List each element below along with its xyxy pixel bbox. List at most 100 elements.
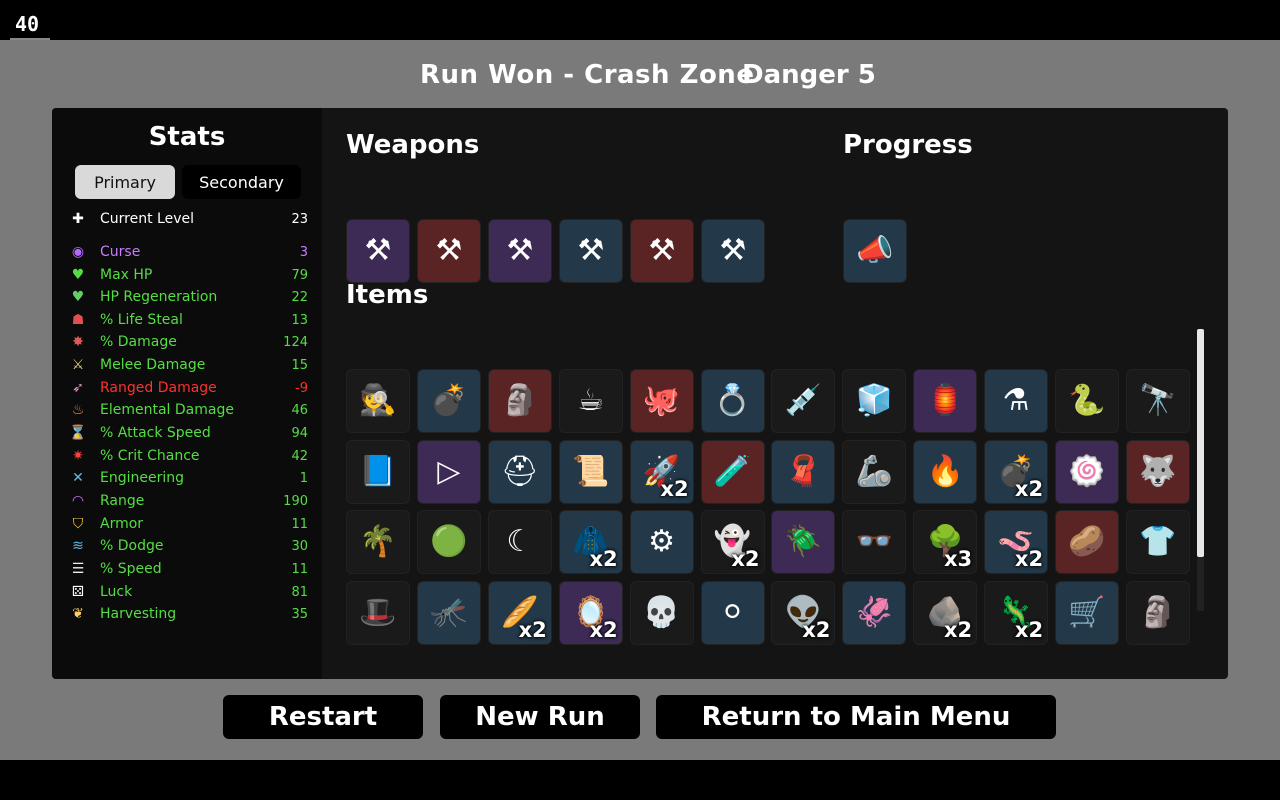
item-slot[interactable]: 💣x2 [984, 439, 1049, 504]
item-slot[interactable]: 🏮 [913, 369, 978, 433]
item-slot[interactable]: 🌳x3 [913, 510, 978, 574]
wrench-weapon-icon: ⚒ [719, 233, 747, 268]
item-slot[interactable]: 💀 [629, 580, 694, 645]
item-slot[interactable]: 🛒 [1055, 580, 1119, 645]
tab-secondary[interactable]: Secondary [182, 165, 301, 199]
item-slot[interactable]: ⛑ [487, 439, 552, 504]
stat-row: ➶Ranged Damage-9 [68, 378, 308, 398]
item-slot[interactable]: 🌴 [346, 510, 410, 574]
item-slot[interactable]: 💣 [416, 369, 481, 433]
spy-face-icon: 🕵 [359, 383, 397, 418]
item-slot[interactable]: 🐺 [1125, 439, 1190, 504]
restart-button[interactable]: Restart [223, 695, 423, 739]
item-count: x2 [802, 617, 831, 642]
item-slot[interactable]: 🕵 [346, 369, 410, 433]
stat-label: % Life Steal [100, 312, 183, 328]
stat-label: Curse [100, 244, 141, 260]
stat-value: 46 [291, 402, 308, 418]
item-slot[interactable]: 🪱x2 [984, 510, 1049, 574]
stat-label: Ranged Damage [100, 380, 217, 396]
mosquito-icon: 🦟 [430, 594, 468, 630]
weapon-slot[interactable]: ⚒ [417, 219, 481, 283]
megaphone-icon: 📣 [856, 233, 894, 268]
item-count: x2 [589, 547, 618, 571]
stat-value: 81 [291, 584, 308, 600]
hood-statue-icon: 🗿 [1139, 594, 1177, 630]
item-slot[interactable]: 👕 [1125, 510, 1190, 574]
item-slot[interactable]: 🪲 [771, 510, 836, 574]
coffee-cup-icon: ☕ [577, 383, 605, 418]
item-slot[interactable]: 🍥 [1055, 439, 1119, 504]
item-slot[interactable]: 🦎x2 [984, 580, 1049, 645]
weapon-slot[interactable]: ⚒ [488, 219, 552, 283]
rocket-icon: 🚀 [642, 453, 681, 489]
item-slot[interactable]: 🦑 [842, 580, 907, 645]
item-slot[interactable]: 📘 [346, 439, 410, 504]
stat-value: 15 [291, 357, 308, 373]
level-up-icon: ✚ [72, 211, 84, 227]
item-slot[interactable]: 🥖x2 [487, 580, 552, 645]
stat-label: Elemental Damage [100, 402, 234, 418]
hourglass-icon: ⌛ [69, 425, 87, 441]
item-slot[interactable]: 💉 [771, 369, 836, 433]
dodge-icon: ≋ [72, 538, 84, 554]
item-slot[interactable]: 🗿 [487, 369, 552, 433]
wrench-weapon-icon: ⚒ [506, 233, 534, 268]
new-run-button[interactable]: New Run [440, 695, 640, 739]
item-slot[interactable]: 🧣 [771, 439, 836, 504]
item-slot[interactable]: ⚗ [984, 369, 1049, 433]
item-slot[interactable]: ▷ [416, 439, 481, 504]
item-slot[interactable]: 🪞x2 [558, 580, 623, 645]
vial-icon: 🧪 [713, 453, 752, 489]
stat-value: 35 [291, 606, 308, 622]
item-slot[interactable]: 🚀x2 [629, 439, 694, 504]
item-slot[interactable]: 🗿 [1125, 580, 1190, 645]
stats-title: Stats [148, 122, 226, 152]
item-slot[interactable]: ⚪ [700, 580, 765, 645]
item-slot[interactable]: 🦟 [416, 580, 481, 645]
tab-primary[interactable]: Primary [75, 165, 175, 199]
stat-label: Engineering [100, 470, 184, 486]
weapons-title: Weapons [346, 130, 480, 160]
stat-label: Melee Damage [100, 357, 206, 373]
bottom-bar [0, 760, 1280, 800]
item-slot[interactable]: 🐙 [629, 369, 694, 433]
progress-slot[interactable]: 📣 [843, 219, 907, 283]
stat-value: 22 [291, 289, 308, 305]
item-slot[interactable]: 🧊 [842, 369, 907, 433]
main-menu-button[interactable]: Return to Main Menu [656, 695, 1056, 739]
item-slot[interactable]: 🔥 [913, 439, 978, 504]
item-slot[interactable]: 🥔 [1055, 510, 1119, 574]
item-slot[interactable]: 🦾 [842, 439, 907, 504]
wrench-weapon-icon: ⚒ [648, 233, 676, 268]
items-scrollbar-thumb[interactable] [1197, 329, 1204, 557]
item-slot[interactable]: 🎩 [346, 580, 410, 645]
stat-label: % Attack Speed [100, 425, 211, 441]
horn-icon: 🥖 [501, 594, 539, 630]
item-slot[interactable]: 👻x2 [700, 510, 765, 574]
skull-mask-icon: 💀 [642, 594, 681, 630]
weapon-slot[interactable]: ⚒ [630, 219, 694, 283]
wolf-head-icon: 🐺 [1139, 453, 1177, 489]
item-slot[interactable]: 📜 [558, 439, 623, 504]
item-slot[interactable]: 💍 [700, 369, 765, 433]
item-slot[interactable]: 🧥x2 [558, 510, 623, 574]
weapon-slot[interactable]: ⚒ [701, 219, 765, 283]
stat-label: Armor [100, 516, 144, 532]
weapon-slot[interactable]: ⚒ [346, 219, 410, 283]
mirror-icon: 🪞 [572, 594, 610, 630]
item-slot[interactable]: 🧪 [700, 439, 765, 504]
item-slot[interactable]: ☕ [558, 369, 623, 433]
item-slot[interactable]: 🐍 [1055, 369, 1119, 433]
item-slot[interactable]: 🟢 [416, 510, 481, 574]
plaid-shirt-icon: 👕 [1139, 524, 1177, 559]
item-slot[interactable]: 🪨x2 [913, 580, 978, 645]
stat-value: 124 [283, 334, 308, 350]
item-slot[interactable]: 🔭 [1125, 369, 1190, 433]
item-slot[interactable]: ⚙ [629, 510, 694, 574]
weapon-slot[interactable]: ⚒ [559, 219, 623, 283]
item-slot[interactable]: ☾ [487, 510, 552, 574]
item-slot[interactable]: 👓 [842, 510, 907, 574]
item-slot[interactable]: 👽x2 [771, 580, 836, 645]
